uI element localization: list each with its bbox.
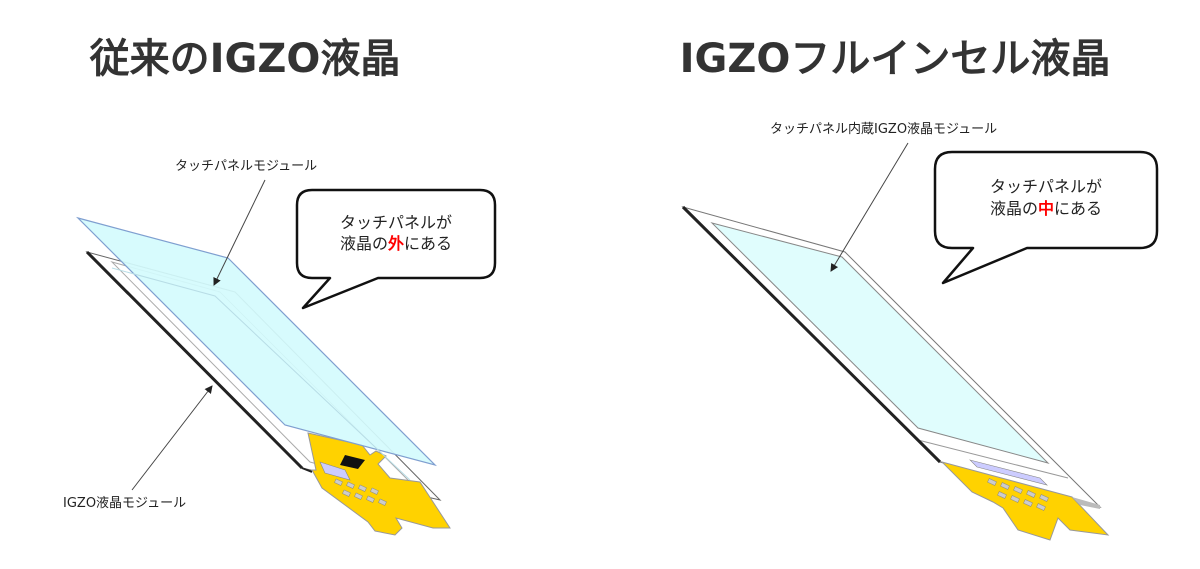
right-fpc xyxy=(940,459,1110,541)
touch-panel-arrow xyxy=(213,179,266,286)
left-title: 従来のIGZO液晶 xyxy=(89,36,401,82)
lcd-label: IGZO液晶モジュール xyxy=(63,496,186,511)
module-arrow xyxy=(830,142,909,272)
right-bubble-line1: タッチパネルが xyxy=(990,177,1102,196)
lcd-arrow xyxy=(131,385,213,491)
ic-chip xyxy=(340,455,365,469)
left-fpc xyxy=(307,432,451,536)
highlight-outside: 外 xyxy=(387,234,404,253)
right-speech-bubble: タッチパネルが 液晶の中にある xyxy=(933,150,1159,285)
right-lcd-module xyxy=(681,205,1102,508)
left-bubble-line1: タッチパネルが xyxy=(340,213,452,232)
left-speech-bubble: タッチパネルが 液晶の外にある xyxy=(295,188,497,310)
right-bubble-line2: 液晶の中にある xyxy=(990,199,1102,218)
module-label: タッチパネル内蔵IGZO液晶モジュール xyxy=(770,121,997,137)
highlight-inside: 中 xyxy=(1038,199,1054,218)
left-bubble-line2: 液晶の外にある xyxy=(340,234,452,253)
touch-panel-label: タッチパネルモジュール xyxy=(175,159,317,174)
left-touch-panel xyxy=(75,216,438,481)
right-title: IGZOフルインセル液晶 xyxy=(680,36,1111,82)
